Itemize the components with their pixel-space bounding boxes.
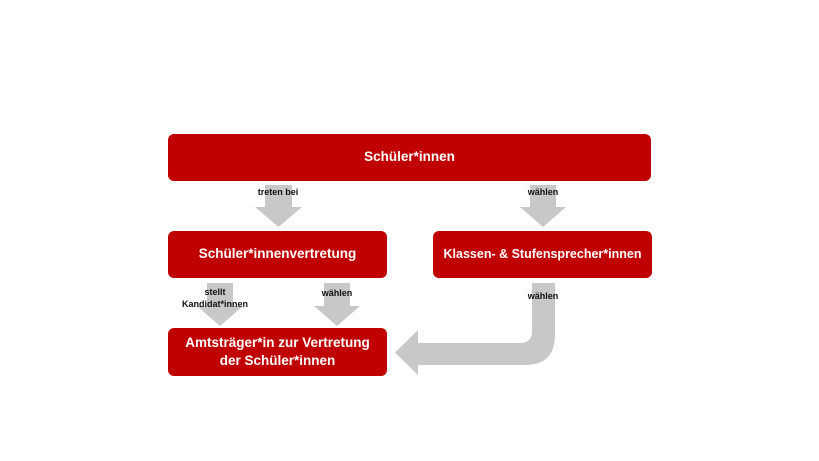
arrow-elect-speakers xyxy=(520,185,566,227)
arrow-join xyxy=(255,185,302,227)
label-nominate-line2: Kandidat*innen xyxy=(181,298,248,309)
arrow-council-elect xyxy=(314,283,360,326)
node-officers-label-line1: Amtsträger*in zur Vertretung xyxy=(185,334,370,350)
node-speakers-label: Klassen- & Stufensprecher*innen xyxy=(443,247,642,262)
arrow-nominate xyxy=(197,283,243,326)
node-students: Schüler*innen xyxy=(168,134,651,181)
node-officers-label-line2: der Schüler*innen xyxy=(219,353,336,368)
label-speakers-elect: wählen xyxy=(527,291,559,301)
label-nominate: stellt Kandidat*innen xyxy=(170,287,260,310)
node-speakers: Klassen- & Stufensprecher*innen xyxy=(433,231,652,278)
node-officers: Amtsträger*in zur Vertretung der Schüler… xyxy=(168,328,387,376)
node-council: Schüler*innenvertretung xyxy=(168,231,387,278)
label-nominate-line1: stellt xyxy=(204,287,226,297)
label-join: treten bei xyxy=(257,187,299,197)
node-council-label: Schüler*innenvertretung xyxy=(198,246,357,262)
arrow-speakers-elect-curved xyxy=(395,283,555,375)
label-elect-speakers: wählen xyxy=(527,187,559,197)
node-students-label: Schüler*innen xyxy=(364,149,455,165)
label-council-elect: wählen xyxy=(321,288,353,298)
